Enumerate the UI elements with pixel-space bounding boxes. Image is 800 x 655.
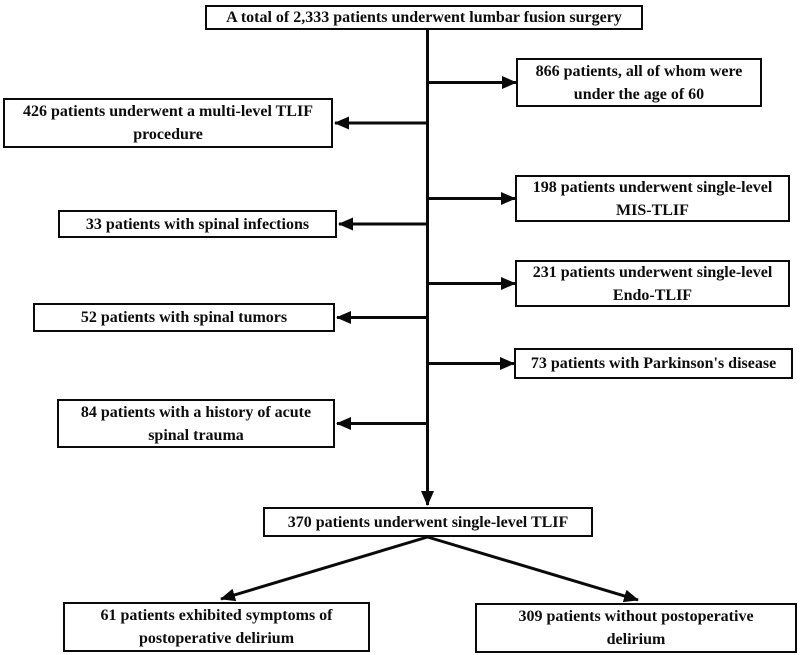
node-excluded-mis-tlif: 198 patients underwent single-level MIS-… (515, 175, 790, 222)
node-included-single-level-tlif: 370 patients underwent single-level TLIF (263, 507, 593, 537)
arrow-to-no-delirium-group (427, 535, 639, 603)
node-postoperative-delirium: 61 patients exhibited symptoms of postop… (63, 602, 370, 652)
node-excluded-endo-tlif: 231 patients underwent single-level Endo… (515, 260, 790, 307)
node-total-patients: A total of 2,333 patients underwent lumb… (205, 5, 643, 30)
node-excluded-multilevel-tlif: 426 patients underwent a multi-level TLI… (3, 98, 333, 148)
node-excluded-under-60: 866 patients, all of whom were under the… (516, 58, 762, 107)
node-excluded-parkinsons: 73 patients with Parkinson's disease (514, 348, 793, 379)
node-no-postoperative-delirium: 309 patients without postoperative delir… (475, 603, 797, 653)
arrow-to-delirium-group (220, 535, 428, 602)
node-excluded-spinal-infections: 33 patients with spinal infections (58, 210, 337, 238)
node-excluded-spinal-trauma: 84 patients with a history of acute spin… (57, 399, 335, 448)
node-excluded-spinal-tumors: 52 patients with spinal tumors (33, 303, 335, 332)
